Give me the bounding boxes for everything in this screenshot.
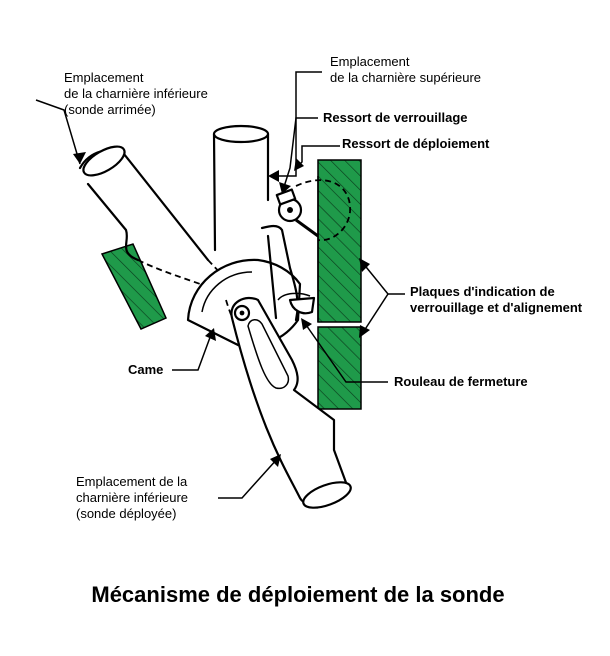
label-indicator-plates-line-1: Plaques d'indication de <box>410 284 555 299</box>
label-deploy-spring: Ressort de déploiement <box>342 136 490 151</box>
label-lower-hinge-stowed-line-2: de la charnière inférieure <box>64 86 208 101</box>
label-upper-hinge: Emplacement de la charnière supérieure <box>330 54 481 85</box>
label-lower-hinge-deployed-line-3: (sonde déployée) <box>76 506 176 521</box>
left-green-block <box>100 243 167 330</box>
label-lower-hinge-deployed-line-2: charnière inférieure <box>76 490 188 505</box>
label-closing-roller: Rouleau de fermeture <box>394 374 528 389</box>
label-lower-hinge-deployed-line-1: Emplacement de la <box>76 474 188 489</box>
diagram-caption: Mécanisme de déploiement de la sonde <box>91 582 504 607</box>
label-indicator-plates-line-2: verrouillage et d'alignement <box>410 300 583 315</box>
deployed-probe <box>230 296 352 509</box>
leader-lines <box>35 71 405 499</box>
lower-indicator-plate <box>317 326 362 410</box>
label-indicator-plates: Plaques d'indication de verrouillage et … <box>410 284 583 315</box>
label-lower-hinge-stowed: Emplacement de la charnière inférieure (… <box>64 70 211 117</box>
upper-indicator-plate <box>317 159 362 323</box>
label-upper-hinge-line-1: Emplacement <box>330 54 410 69</box>
spring-mechanism <box>260 176 351 322</box>
label-lock-spring: Ressort de verrouillage <box>323 110 468 125</box>
label-lower-hinge-stowed-line-1: Emplacement <box>64 70 144 85</box>
label-cam: Came <box>128 362 163 377</box>
upper-tube <box>212 124 270 252</box>
label-upper-hinge-line-2: de la charnière supérieure <box>330 70 481 85</box>
label-lower-hinge-deployed: Emplacement de la charnière inférieure (… <box>76 474 192 521</box>
label-lower-hinge-stowed-line-3: (sonde arrimée) <box>64 102 156 117</box>
